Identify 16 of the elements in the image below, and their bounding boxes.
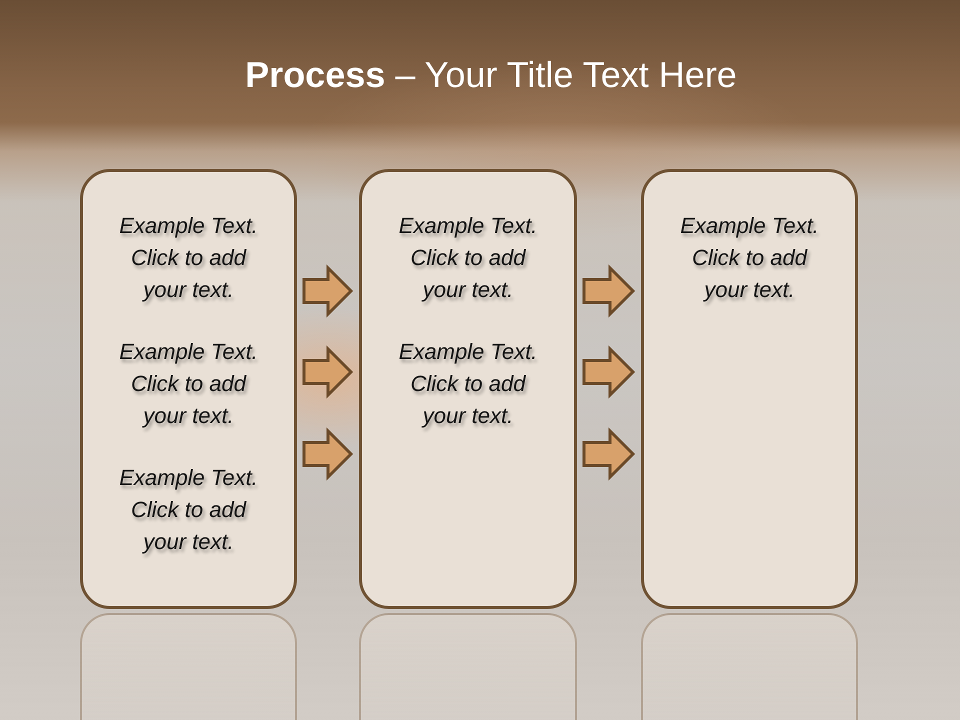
box-text: Example Text. Click to add your text. <box>118 464 259 556</box>
block-arrow <box>302 345 354 399</box>
box-text: Example Text. Click to add your text. <box>118 338 259 430</box>
block-arrow <box>302 427 354 481</box>
process-box <box>80 169 297 609</box>
block-arrow <box>582 345 636 399</box>
block-arrow <box>582 264 636 318</box>
box-text: Example Text. Click to add your text. <box>118 212 259 304</box>
box-text: Example Text. Click to add your text. <box>398 338 538 430</box>
block-arrow <box>302 264 354 318</box>
box-text: Example Text. Click to add your text. <box>679 212 820 304</box>
process-box <box>359 169 577 609</box>
slide-title: Process – Your Title Text Here <box>245 54 737 95</box>
block-arrow <box>582 427 636 481</box>
box-text: Example Text. Click to add your text. <box>398 212 538 304</box>
process-box <box>641 169 858 609</box>
